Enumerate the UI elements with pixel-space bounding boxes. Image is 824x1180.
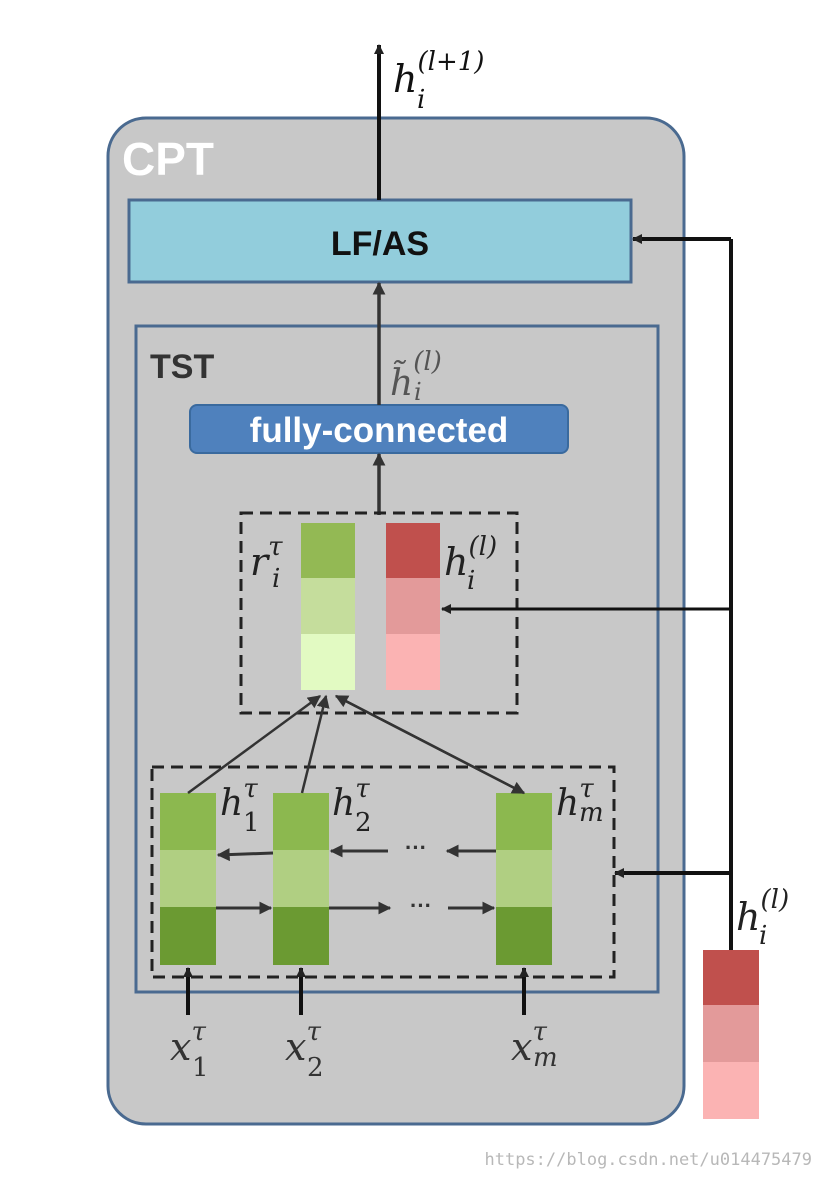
concat-dashed-box [239,511,519,715]
h2-cell-bot [273,907,329,965]
tst-container [134,324,660,994]
h-outer-cell-mid [703,1005,759,1062]
r-cell-bot [301,634,355,690]
fully-connected-label: fully-connected [250,411,509,450]
hidden-vector-1 [160,793,216,965]
h-inner-cell-bot [386,634,440,690]
h-outer-label: h(l)i [736,885,789,951]
h-outer-cell-top [703,950,759,1005]
hm-cell-bot [496,907,552,965]
lfas-label: LF/AS [331,225,429,263]
watermark-text: https://blog.csdn.net/u014475479 [484,1150,812,1170]
h1-cell-top [160,793,216,850]
hidden-vector-2 [273,793,329,965]
h1-cell-mid [160,850,216,907]
ellipsis-bottom: ··· [410,893,432,918]
r-cell-mid [301,578,355,634]
h2-cell-top [273,793,329,850]
r-vector [301,523,355,690]
hm-cell-top [496,793,552,850]
htilde-label: h̃(l)i [390,347,442,406]
encoder-dashed-box [150,765,616,979]
attn-arrow-1 [187,694,322,795]
ellipsis-top: ··· [405,835,427,860]
h-inner-label: h(l)i [444,532,497,596]
h-inner-vector [386,523,440,690]
backward-arrow-1 [216,848,274,862]
output-label: h(l+1)i [393,47,484,115]
attn-arrow-2 [300,694,330,794]
h2-cell-mid [273,850,329,907]
tst-label: TST [150,348,214,386]
h1-cell-bot [160,907,216,965]
hidden-vector-m [496,793,552,965]
attn-arrow-m-up [334,694,525,795]
lfas-block [127,198,633,284]
h-outer-vector [703,950,759,1119]
h-inner-cell-mid [386,578,440,634]
h-outer-cell-bot [703,1062,759,1119]
r-cell-top [301,523,355,578]
cpt-label: CPT [122,133,214,185]
hm-cell-mid [496,850,552,907]
h-inner-cell-top [386,523,440,578]
